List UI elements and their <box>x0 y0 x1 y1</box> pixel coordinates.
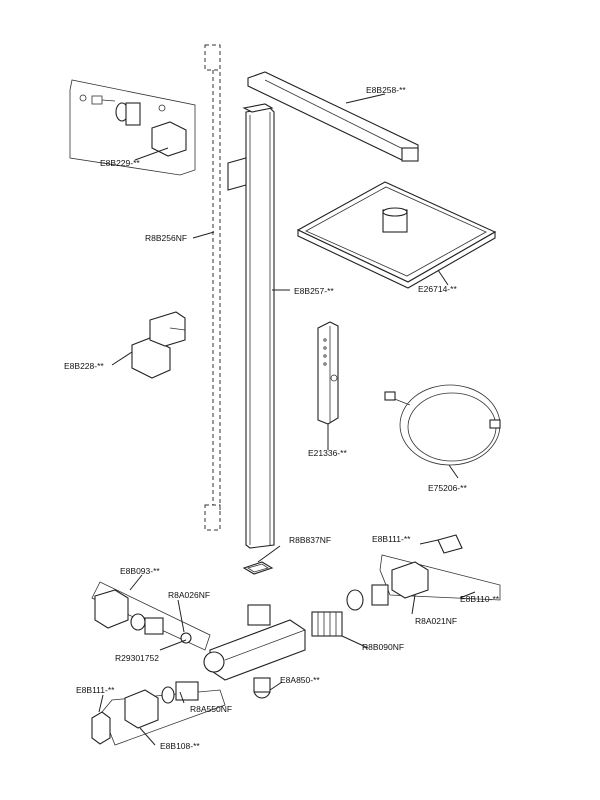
label-e8a850: E8A850-** <box>280 675 320 685</box>
rubber-pad <box>242 561 274 575</box>
hand-shower <box>317 321 339 425</box>
label-r8a550nf: R8A550NF <box>190 704 232 714</box>
part-labels: E8B258-** E8B229-** R8B256NF E8B257-** E… <box>64 85 500 751</box>
label-r29301752: R29301752 <box>115 653 159 663</box>
label-e8b258: E8B258-** <box>366 85 406 95</box>
label-e8b108: E8B108-** <box>160 741 200 751</box>
left-control-group <box>91 581 211 651</box>
shower-arm <box>247 71 419 162</box>
right-control-group <box>346 534 501 611</box>
label-e8b111-top: E8B111-** <box>372 534 411 544</box>
leader-lines <box>98 93 476 746</box>
label-e75206: E75206-** <box>428 483 467 493</box>
bottom-control-group <box>91 677 271 746</box>
cartridge <box>311 611 343 637</box>
label-e8b111-bottom: E8B111-** <box>76 685 115 695</box>
riser-pipe <box>227 103 275 549</box>
label-e26714: E26714-** <box>418 284 457 294</box>
rain-shower-head <box>296 181 497 289</box>
label-e8b229: E8B229-** <box>100 158 140 168</box>
label-r8b256nf: R8B256NF <box>145 233 187 243</box>
label-e8b110: E8B110-** <box>460 594 500 604</box>
valve-body <box>203 604 306 681</box>
label-r8b837nf: R8B837NF <box>289 535 331 545</box>
shower-hose <box>384 384 501 466</box>
label-r8a021nf: R8A021NF <box>415 616 457 626</box>
hand-shower-holder <box>131 311 186 379</box>
label-e8b228: E8B228-** <box>64 361 104 371</box>
label-e8b093: E8B093-** <box>120 566 160 576</box>
wall-bracket-outline <box>204 44 221 531</box>
label-e21336: E21336-** <box>308 448 347 458</box>
label-e8b257: E8B257-** <box>294 286 334 296</box>
label-r8a026nf: R8A026NF <box>168 590 210 600</box>
label-r8b090nf: R8B090NF <box>362 642 404 652</box>
wall-connector <box>69 79 196 176</box>
